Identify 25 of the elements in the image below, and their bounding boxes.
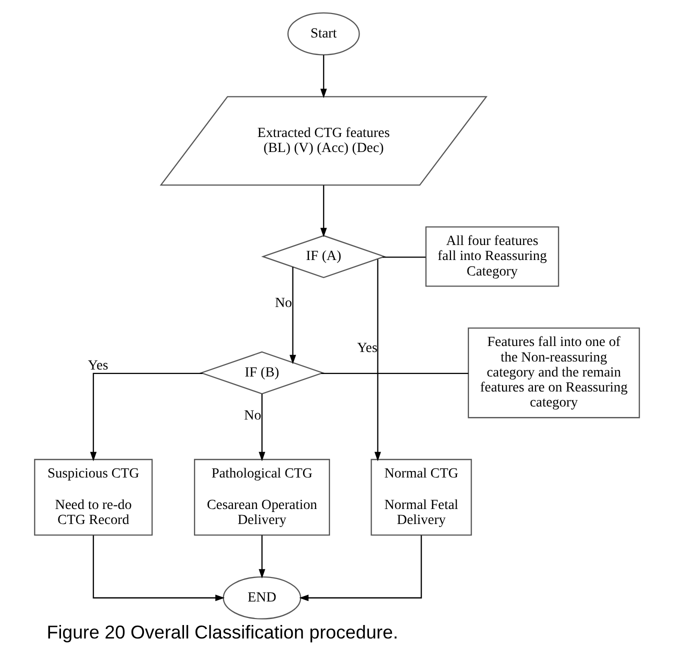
node-diamond: IF (B) <box>200 351 324 394</box>
node-box: Features fall into one of the Non-reassuring category and the remain features are on Reassuring category <box>468 328 640 418</box>
node-ellipse: Start <box>287 12 360 56</box>
connector <box>321 372 468 374</box>
edge-label: No <box>244 408 262 424</box>
arrow <box>320 185 327 238</box>
node-box: Normal CTG Normal Fetal Delivery <box>370 458 472 536</box>
node-ellipse: END <box>222 576 302 620</box>
arrow <box>320 55 327 98</box>
edge-label: No <box>274 296 292 312</box>
arrow <box>290 266 296 364</box>
node-diamond: IF (A) <box>261 235 386 278</box>
node-box: All four features fall into Reassuring Category <box>425 226 560 287</box>
node-box: Suspicious CTG Need to re-do CTG Record <box>34 458 153 536</box>
connector <box>382 256 426 258</box>
arrow <box>299 535 422 602</box>
arrow <box>258 394 266 462</box>
arrow <box>258 535 266 578</box>
edge-label: Yes <box>88 358 108 374</box>
caption: Figure 20 Overall Classification procedure. <box>46 621 398 642</box>
arrow <box>90 372 203 462</box>
node-box: Pathological CTG Cesarean Operation Delivery <box>194 458 330 536</box>
arrow <box>374 259 382 462</box>
arrow <box>92 535 225 602</box>
edge-label: Yes <box>357 340 378 356</box>
